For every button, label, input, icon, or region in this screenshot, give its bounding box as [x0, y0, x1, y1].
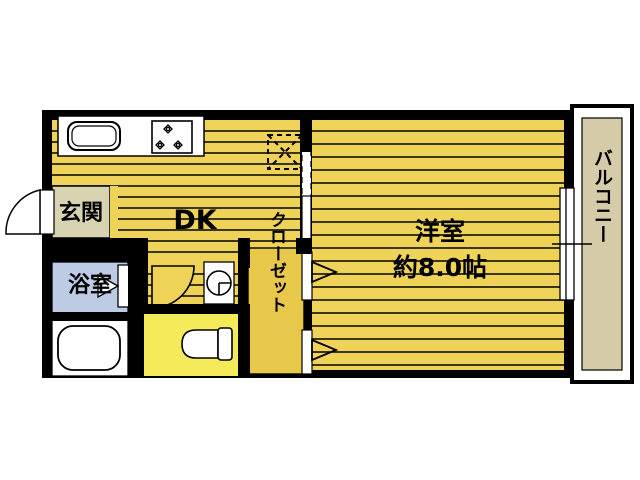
western-room-planks: [312, 130, 564, 366]
wall-entrance-bath: [42, 238, 148, 248]
interior-walls: [42, 110, 312, 378]
closet-doors: [301, 251, 339, 375]
kitchen-counter: [57, 115, 205, 157]
closet-area: [247, 247, 305, 375]
wall-washroom-closet: [238, 238, 250, 268]
washer-drain-cross: [218, 282, 231, 295]
western-room-label: 洋室: [415, 217, 465, 246]
balcony-sliding-door: [552, 187, 592, 301]
entrance-door-leaf: [39, 189, 55, 235]
balcony-right-edge: [630, 104, 634, 384]
toilet-bowl-icon: [181, 327, 233, 361]
entrance-dk-threshold: [110, 186, 118, 238]
bathroom-label: 浴室: [68, 272, 112, 298]
closet-floor: [247, 247, 305, 375]
storage-outline: [267, 134, 303, 170]
bathroom-door-arrow: [97, 273, 120, 299]
closet-door-upper-leaf: [301, 251, 313, 301]
wall-closet-corner: [296, 238, 312, 254]
kitchen-sink-basin: [71, 125, 117, 147]
wall-dk-room-upper: [300, 110, 312, 152]
storage-x1: [267, 134, 303, 170]
closet-door-upper-arrow: [311, 260, 339, 284]
washroom-area: [144, 261, 240, 376]
dk-room-sliding-door: [301, 147, 312, 251]
bathtub-icon: [57, 325, 121, 371]
bathroom-area: [51, 261, 133, 377]
stove-burners: [155, 124, 183, 150]
closet-door-lower-arrow: [311, 338, 339, 362]
balcony-top-edge: [570, 104, 634, 108]
upper-storage-dashed-x-icon: [267, 134, 303, 170]
wall-bath-tub-divider: [42, 312, 130, 321]
entrance-door-swing-arc: [5, 189, 41, 235]
wall-washroom-toilet: [144, 304, 240, 314]
dk-label: DK: [173, 205, 217, 236]
balcony-label: バルコニー: [591, 148, 613, 243]
wall-toilet-closet: [238, 304, 250, 378]
closet-label: クローゼット: [266, 211, 287, 313]
western-room-size-label: 約8.0帖: [393, 253, 487, 282]
storage-x2: [267, 134, 303, 170]
balcony-bottom-edge: [570, 380, 634, 384]
wall-bath-toilet-vertical: [128, 248, 144, 376]
closet-door-lower-leaf: [301, 329, 313, 375]
western-room-floor: [312, 120, 564, 370]
western-room-area: [312, 120, 564, 370]
entrance-label: 玄関: [59, 200, 103, 226]
gas-stove-icon: [151, 120, 193, 154]
entrance-area: [5, 185, 111, 239]
